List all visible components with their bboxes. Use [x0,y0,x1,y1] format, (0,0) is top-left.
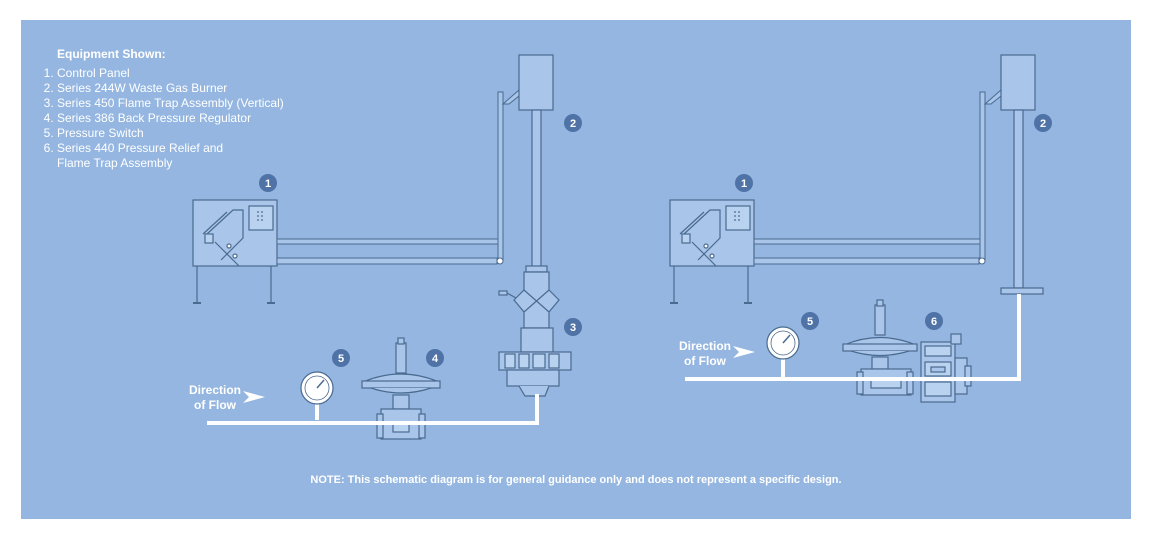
legend-item-pressure-relief-line2: Flame Trap Assembly [57,156,173,170]
svg-text:2: 2 [1040,118,1046,130]
svg-text:6: 6 [931,316,937,328]
left-gas-pipe [207,394,539,425]
schematic-drawing: 1 2 3 4 5 1 2 5 [192,54,1052,440]
right-flow-label-line2: of Flow [684,354,726,368]
svg-text:4: 4 [432,353,439,365]
right-callout-2: 2 [1034,114,1052,132]
legend-item-pressure-switch: Pressure Switch [57,126,284,141]
left-callout-3: 3 [564,318,582,336]
left-flow-arrow-icon [243,391,265,403]
diagram-panel: Equipment Shown: Control Panel Series 24… [21,20,1131,519]
svg-text:5: 5 [807,316,813,328]
right-flow-label: Direction of Flow [679,339,731,369]
right-waste-gas-burner [1000,54,1044,295]
right-callout-1: 1 [735,174,753,192]
left-flow-label-line2: of Flow [194,398,236,412]
legend-item-back-pressure-regulator: Series 386 Back Pressure Regulator [57,111,284,126]
svg-text:5: 5 [338,353,344,365]
left-pressure-switch [300,371,334,420]
legend-item-pressure-relief-line1: Series 440 Pressure Relief and [57,141,224,155]
left-flow-label: Direction of Flow [189,383,241,413]
right-gas-pipe [685,294,1021,381]
svg-text:1: 1 [265,178,271,190]
left-waste-gas-burner [518,54,554,273]
right-control-panel [669,199,755,304]
right-callout-5: 5 [801,312,819,330]
left-back-pressure-regulator [361,337,441,440]
left-callout-5: 5 [332,349,350,367]
legend-title: Equipment Shown: [57,47,166,61]
right-callout-6: 6 [925,312,943,330]
legend-item-flame-trap-assembly: Series 450 Flame Trap Assembly (Vertical… [57,96,284,111]
left-conduit [276,88,522,265]
svg-text:3: 3 [570,322,576,334]
left-flame-trap-assembly [498,271,572,397]
equipment-legend: Equipment Shown: Control Panel Series 24… [39,47,284,171]
legend-item-control-panel: Control Panel [57,66,284,81]
right-flow-arrow-icon [733,346,755,358]
svg-text:1: 1 [741,178,747,190]
right-pressure-switch [766,326,800,377]
left-callout-4: 4 [426,349,444,367]
left-control-panel [192,199,278,304]
left-flow-label-line1: Direction [189,383,242,397]
svg-text:2: 2 [570,118,576,130]
legend-list: Control Panel Series 244W Waste Gas Burn… [39,66,284,171]
disclaimer-note: NOTE: This schematic diagram is for gene… [310,474,842,486]
right-flow-label-line1: Direction [679,339,732,353]
legend-item-waste-gas-burner: Series 244W Waste Gas Burner [57,81,284,96]
left-system [192,54,572,440]
right-conduit [753,88,1002,265]
right-system [669,54,1044,403]
left-callout-2: 2 [564,114,582,132]
right-relief-flame-trap-assembly [842,299,972,403]
left-callout-1: 1 [259,174,277,192]
